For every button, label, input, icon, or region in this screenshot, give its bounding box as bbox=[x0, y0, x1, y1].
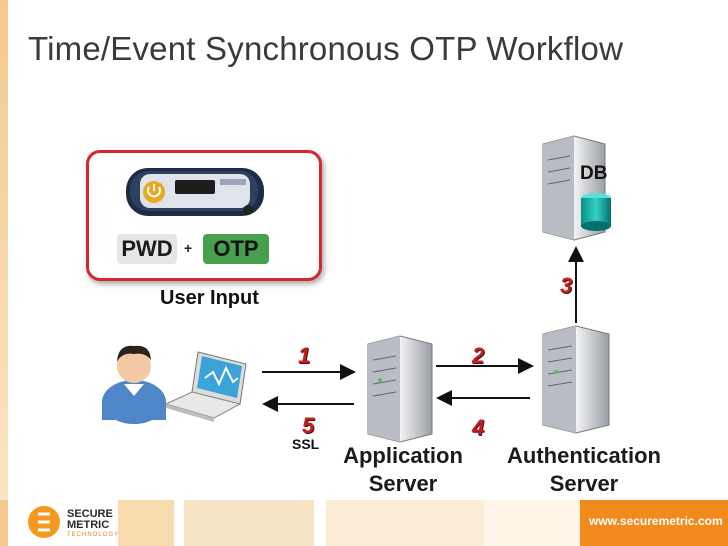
authentication-server-label: Authentication Server bbox=[507, 443, 661, 496]
otp-label: OTP bbox=[203, 234, 269, 264]
step-1-label: 1 bbox=[298, 343, 311, 368]
user-input-caption: User Input bbox=[160, 287, 259, 309]
slide-title: Time/Event Synchronous OTP Workflow bbox=[28, 30, 624, 67]
footer-bar bbox=[0, 500, 728, 546]
step-2-label: 2 bbox=[472, 343, 485, 368]
left-accent-bar bbox=[0, 0, 8, 546]
step-3-label: 3 bbox=[560, 273, 573, 298]
laptop-icon bbox=[164, 351, 247, 422]
application-server-label: Application Server bbox=[343, 443, 463, 496]
plus-sign: + bbox=[184, 240, 193, 256]
otp-token-icon bbox=[126, 168, 264, 216]
pwd-label: PWD bbox=[117, 234, 177, 264]
website-url: www.securemetric.com bbox=[589, 514, 723, 528]
logo-line-2: METRIC bbox=[67, 519, 110, 531]
user-icon bbox=[102, 345, 166, 424]
authentication-server-icon bbox=[542, 325, 610, 434]
db-server-icon bbox=[542, 135, 611, 241]
logo-wordmark: SECURE METRIC bbox=[67, 509, 113, 531]
logo-tagline: TECHNOLOGY bbox=[67, 532, 120, 538]
ssl-label: SSL bbox=[292, 436, 320, 452]
step-5-label: 5 bbox=[302, 413, 315, 438]
application-server-icon bbox=[367, 335, 433, 443]
logo-line-1: SECURE bbox=[67, 508, 113, 520]
step-4-label: 4 bbox=[472, 415, 485, 440]
db-label: DB bbox=[580, 163, 608, 184]
